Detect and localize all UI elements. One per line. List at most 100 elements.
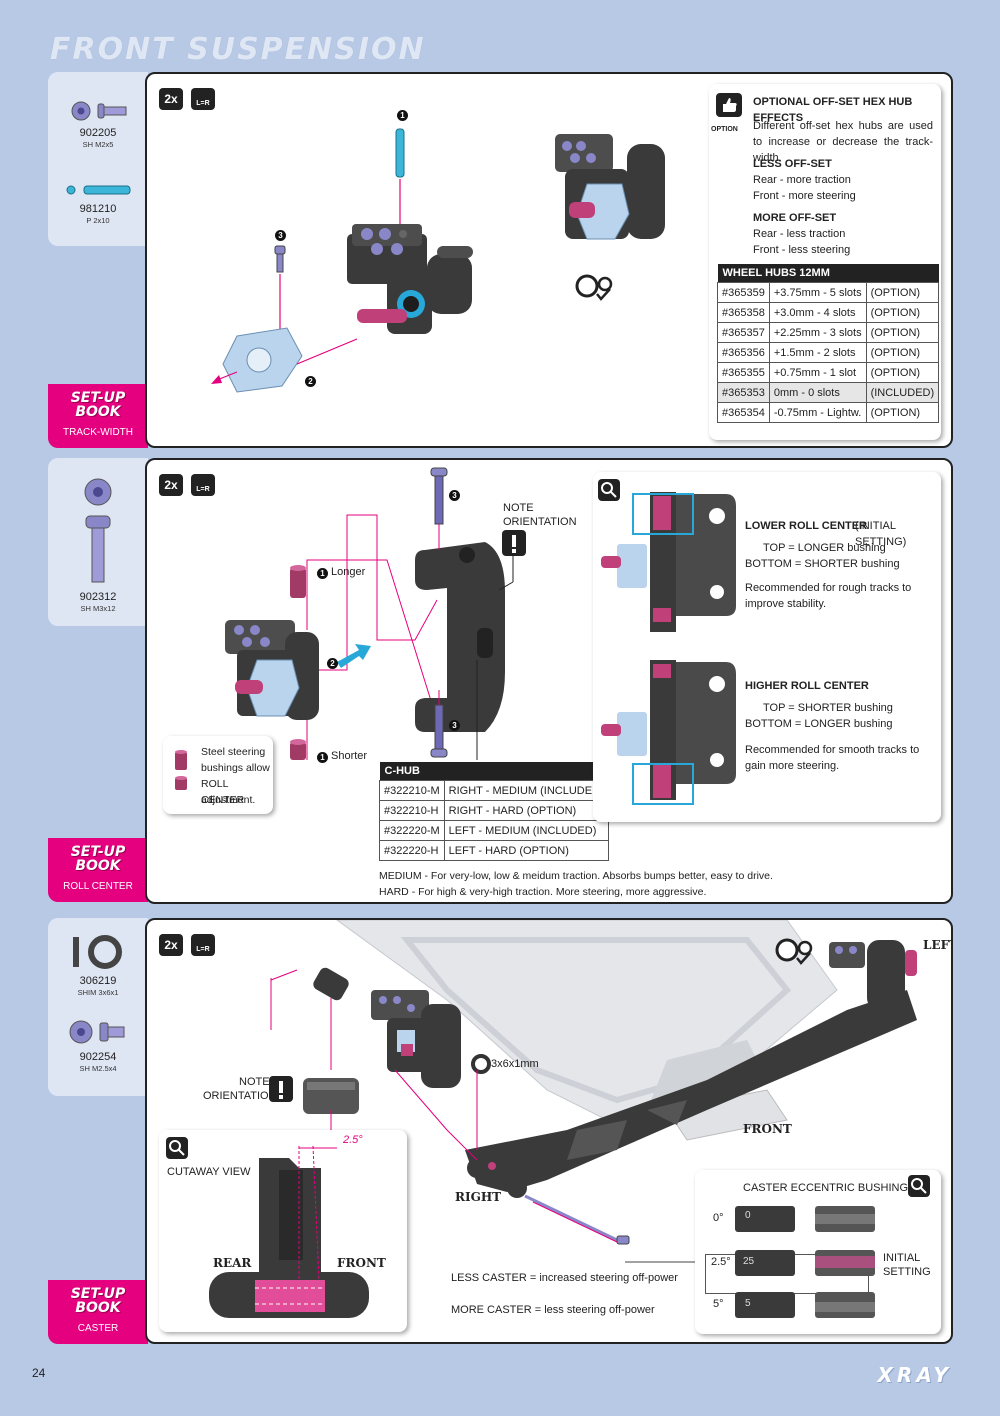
page-number: 24	[32, 1366, 46, 1380]
hub-size: +3.0mm	[773, 306, 814, 319]
table-row: #365359 +3.75mm - 5 slots (OPTION)	[717, 282, 940, 303]
hard-desc: - For high & very-high traction. More st…	[411, 886, 707, 898]
chub-part: #322210-H	[379, 800, 445, 821]
hub-part: #365358	[717, 302, 770, 323]
chub-desc: RIGHT - MEDIUM	[448, 784, 538, 797]
cutaway-front-label: FRONT	[337, 1256, 386, 1270]
bushing-mark-25: 25	[743, 1256, 755, 1267]
adjustment-gear-icon	[775, 938, 813, 965]
bushing-note-line4: adjustment.	[201, 794, 256, 806]
note-label: NOTE	[239, 1076, 270, 1088]
medium-key: MEDIUM	[379, 870, 422, 882]
shorter-label: Shorter	[331, 750, 368, 762]
part-desc: SH M3x12	[80, 604, 116, 613]
screw-icon	[84, 478, 112, 583]
table-row: #365358 +3.0mm - 4 slots (OPTION)	[717, 302, 940, 323]
note-warning-icon	[502, 530, 526, 556]
step-number-3-bottom: 3	[449, 720, 460, 731]
part-code: 306219	[79, 975, 117, 987]
lr-badge: L=R	[191, 934, 215, 956]
detail-zoom-icon	[166, 1137, 188, 1159]
table-row: #365357 +2.25mm - 3 slots (OPTION)	[717, 322, 940, 343]
bushing-note-line3: ROLL CENTER	[201, 778, 245, 806]
part-screw-902312: 902312 SH M3x12	[48, 476, 148, 613]
hub-status: (OPTION)	[865, 322, 940, 343]
caster-box-title: CASTER ECCENTRIC BUSHINGS	[743, 1182, 916, 1194]
bushing-note-box: Steel steering bushings allow ROLL CENTE…	[163, 736, 273, 814]
bushing-mark-0: 0	[745, 1210, 751, 1221]
part-desc: SH M2.5x4	[79, 1064, 117, 1073]
chub-status: (OPTION)	[519, 844, 569, 857]
longer-label: Longer	[331, 566, 366, 578]
hub-status: (INCLUDED)	[865, 382, 940, 403]
table-row: #365355 +0.75mm - 1 slot (OPTION)	[717, 362, 940, 383]
more-offset-title: MORE OFF-SET	[753, 212, 837, 224]
hub-size: +3.75mm	[773, 286, 820, 299]
wheel-hubs-table: WHEEL HUBS 12MM #365359 +3.75mm - 5 slot…	[717, 264, 940, 423]
step-number-2: 2	[305, 376, 316, 387]
table-row: #365353 0mm - 0 slots (INCLUDED)	[717, 382, 940, 403]
higher-rc-bottom: BOTTOM = LONGER bushing	[745, 718, 893, 730]
hub-status: (OPTION)	[865, 362, 940, 383]
parts-bag-section3: 306219 SHIM 3x6x1 902254 SH M2.5x4	[48, 918, 148, 1096]
table-row: #322220-M LEFT - MEDIUM (INCLUDED)	[379, 820, 609, 841]
hub-status: (OPTION)	[865, 342, 940, 363]
adjustment-gear-icon	[575, 274, 613, 301]
caster-bushings-diagram	[735, 1206, 875, 1318]
hub-slots: - 2 slots	[816, 346, 856, 359]
chub-status: (INCLUDED)	[540, 784, 604, 797]
screw-icon	[69, 1020, 125, 1044]
hub-size: -0.75mm	[773, 406, 818, 419]
caster-angle-25: 2.5°	[711, 1256, 731, 1268]
hub-part: #365357	[717, 322, 770, 343]
detail-zoom-icon	[908, 1175, 930, 1197]
lower-rc-tag: (INITIAL SETTING)	[855, 520, 907, 548]
chub-desc: RIGHT - HARD	[448, 804, 524, 817]
part-pin-981210: 981210 P 2x10	[48, 182, 148, 225]
part-code: 981210	[79, 203, 117, 215]
more-offset-rear: Rear - less traction	[753, 228, 846, 240]
hub-slots: - 0 slots	[801, 386, 840, 399]
step-number-2: 2	[327, 658, 338, 669]
hub-size: +2.25mm	[773, 326, 820, 339]
chub-status: (INCLUDED)	[532, 824, 597, 837]
right-label: RIGHT	[455, 1190, 502, 1204]
hub-part: #365353	[717, 382, 770, 403]
front-label: FRONT	[743, 1122, 792, 1136]
cutaway-label: CUTAWAY VIEW	[167, 1166, 251, 1178]
screw-icon	[71, 101, 127, 121]
setup-logo-line2: BOOK	[75, 404, 121, 420]
qty-badge: 2x	[159, 474, 183, 496]
higher-rc-top: TOP = SHORTER bushing	[763, 702, 893, 714]
shim-label: 3x6x1mm	[491, 1058, 539, 1070]
lower-rc-bottom: BOTTOM = SHORTER bushing	[745, 558, 900, 570]
setup-sub: CASTER	[77, 1323, 119, 1334]
table-row: #322210-H RIGHT - HARD (OPTION)	[379, 800, 609, 821]
option-intro: Different off-set hex hubs are used to i…	[753, 120, 933, 164]
orientation-label: ORIENTATION	[503, 516, 577, 528]
hub-slots: - 1 slot	[823, 366, 857, 379]
setup-logo-line2: BOOK	[75, 1300, 121, 1316]
setup-logo-line1: SET-UP	[70, 390, 126, 406]
part-code: 902312	[79, 591, 117, 603]
setup-book-roll-center: SET-UP BOOK ROLL CENTER	[48, 838, 148, 902]
bushing-mark-5: 5	[745, 1298, 751, 1309]
higher-rc-title: HIGHER ROLL CENTER	[745, 680, 869, 692]
detail-zoom-icon	[598, 479, 620, 501]
cutaway-diagram	[209, 1145, 369, 1318]
shim-icon	[73, 935, 122, 969]
page-title: FRONT SUSPENSION	[50, 32, 426, 67]
c-hub-title: C-HUB	[379, 762, 609, 781]
option-title: OPTIONAL OFF-SET HEX HUB EFFECTS	[753, 96, 913, 124]
pin-icon	[66, 185, 131, 195]
setup-book-track-width: SET-UP BOOK TRACK-WIDTH	[48, 384, 148, 448]
cutaway-view-box: CUTAWAY VIEW 2.5° REAR FRONT	[159, 1130, 407, 1332]
hub-size: +0.75mm	[773, 366, 820, 379]
less-offset-title: LESS OFF-SET	[753, 158, 832, 170]
lower-rc-title: LOWER ROLL CENTER	[745, 520, 868, 532]
lower-rc-rec: Recommended for rough tracks to improve …	[745, 582, 912, 610]
hub-part: #365354	[717, 402, 770, 423]
initial-setting-line1: INITIAL	[883, 1252, 921, 1264]
bushing-icon	[175, 750, 187, 790]
chub-part: #322220-H	[379, 840, 445, 861]
